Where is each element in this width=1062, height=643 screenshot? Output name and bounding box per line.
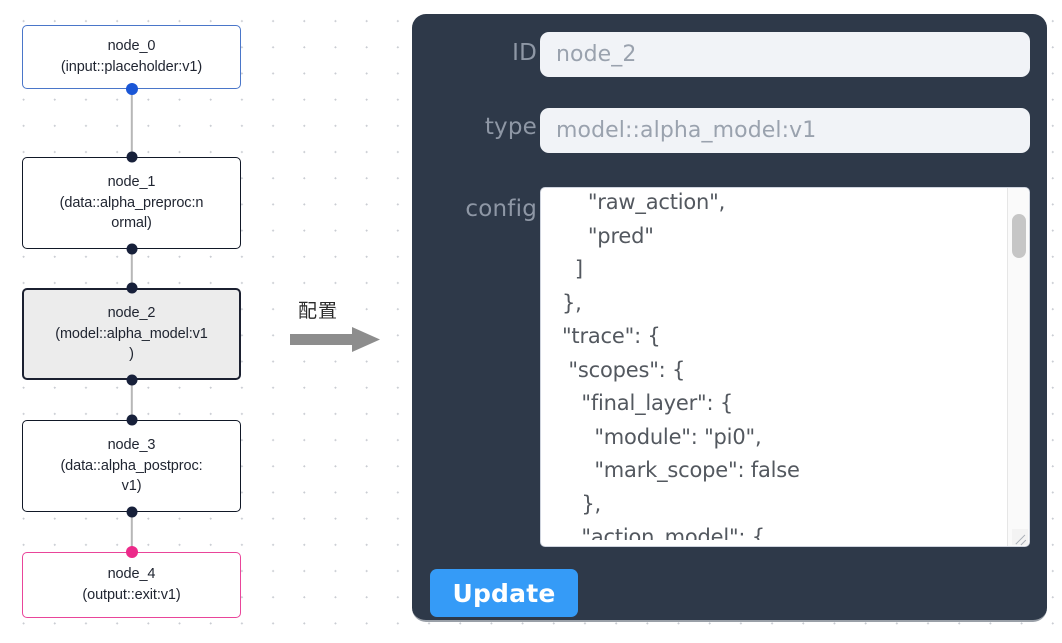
graph-edge[interactable] <box>130 89 133 157</box>
annotation-arrow-label: 配置 <box>298 300 339 322</box>
node-config-panel: ID node_2 type model::alpha_model:v1 con… <box>412 14 1047 622</box>
config-scrollbar-thumb[interactable] <box>1012 214 1026 258</box>
type-input[interactable]: model::alpha_model:v1 <box>540 108 1030 153</box>
graph-node-node_2[interactable]: node_2 (model::alpha_model:v1 ) <box>22 288 241 380</box>
graph-node-node_4[interactable]: node_4 (output::exit:v1) <box>22 552 241 618</box>
update-button[interactable]: Update <box>430 569 578 617</box>
config-textarea-wrapper[interactable]: "raw_action", "pred" ] }, "trace": { "sc… <box>540 187 1030 547</box>
graph-edge[interactable] <box>130 249 133 288</box>
node-graph[interactable]: node_0 (input::placeholder:v1)node_1 (da… <box>0 0 396 643</box>
graph-node-port-target[interactable] <box>126 282 137 294</box>
graph-node-label: node_2 (model::alpha_model:v1 ) <box>55 305 208 363</box>
annotation-arrow-group: 配置 <box>290 296 400 360</box>
type-field-label: type <box>484 114 537 140</box>
graph-node-node_1[interactable]: node_1 (data::alpha_preproc:n ormal) <box>22 157 241 249</box>
id-input[interactable]: node_2 <box>540 32 1030 77</box>
graph-node-port-target[interactable] <box>125 546 138 558</box>
config-textarea[interactable]: "raw_action", "pred" ] }, "trace": { "sc… <box>561 190 800 540</box>
graph-node-port-target[interactable] <box>126 414 137 426</box>
graph-node-port-source[interactable] <box>126 506 137 518</box>
config-field-label: config <box>465 196 537 222</box>
graph-edge[interactable] <box>130 380 133 420</box>
graph-node-port-source[interactable] <box>126 374 137 386</box>
config-scrollbar[interactable] <box>1007 188 1029 546</box>
graph-edge[interactable] <box>130 512 133 552</box>
graph-node-label: node_3 (data::alpha_postproc: v1) <box>60 437 203 495</box>
graph-node-port-source[interactable] <box>126 243 137 255</box>
right-arrow-icon <box>290 327 380 352</box>
graph-node-label: node_1 (data::alpha_preproc:n ormal) <box>59 174 204 232</box>
graph-node-port-target[interactable] <box>126 151 137 163</box>
id-field-label: ID <box>512 40 537 66</box>
config-resize-handle[interactable] <box>1012 529 1028 545</box>
graph-node-node_0[interactable]: node_0 (input::placeholder:v1) <box>22 25 241 89</box>
graph-node-port-source[interactable] <box>125 83 138 95</box>
graph-node-label: node_4 (output::exit:v1) <box>82 566 181 603</box>
graph-node-label: node_0 (input::placeholder:v1) <box>60 38 203 75</box>
graph-node-node_3[interactable]: node_3 (data::alpha_postproc: v1) <box>22 420 241 512</box>
